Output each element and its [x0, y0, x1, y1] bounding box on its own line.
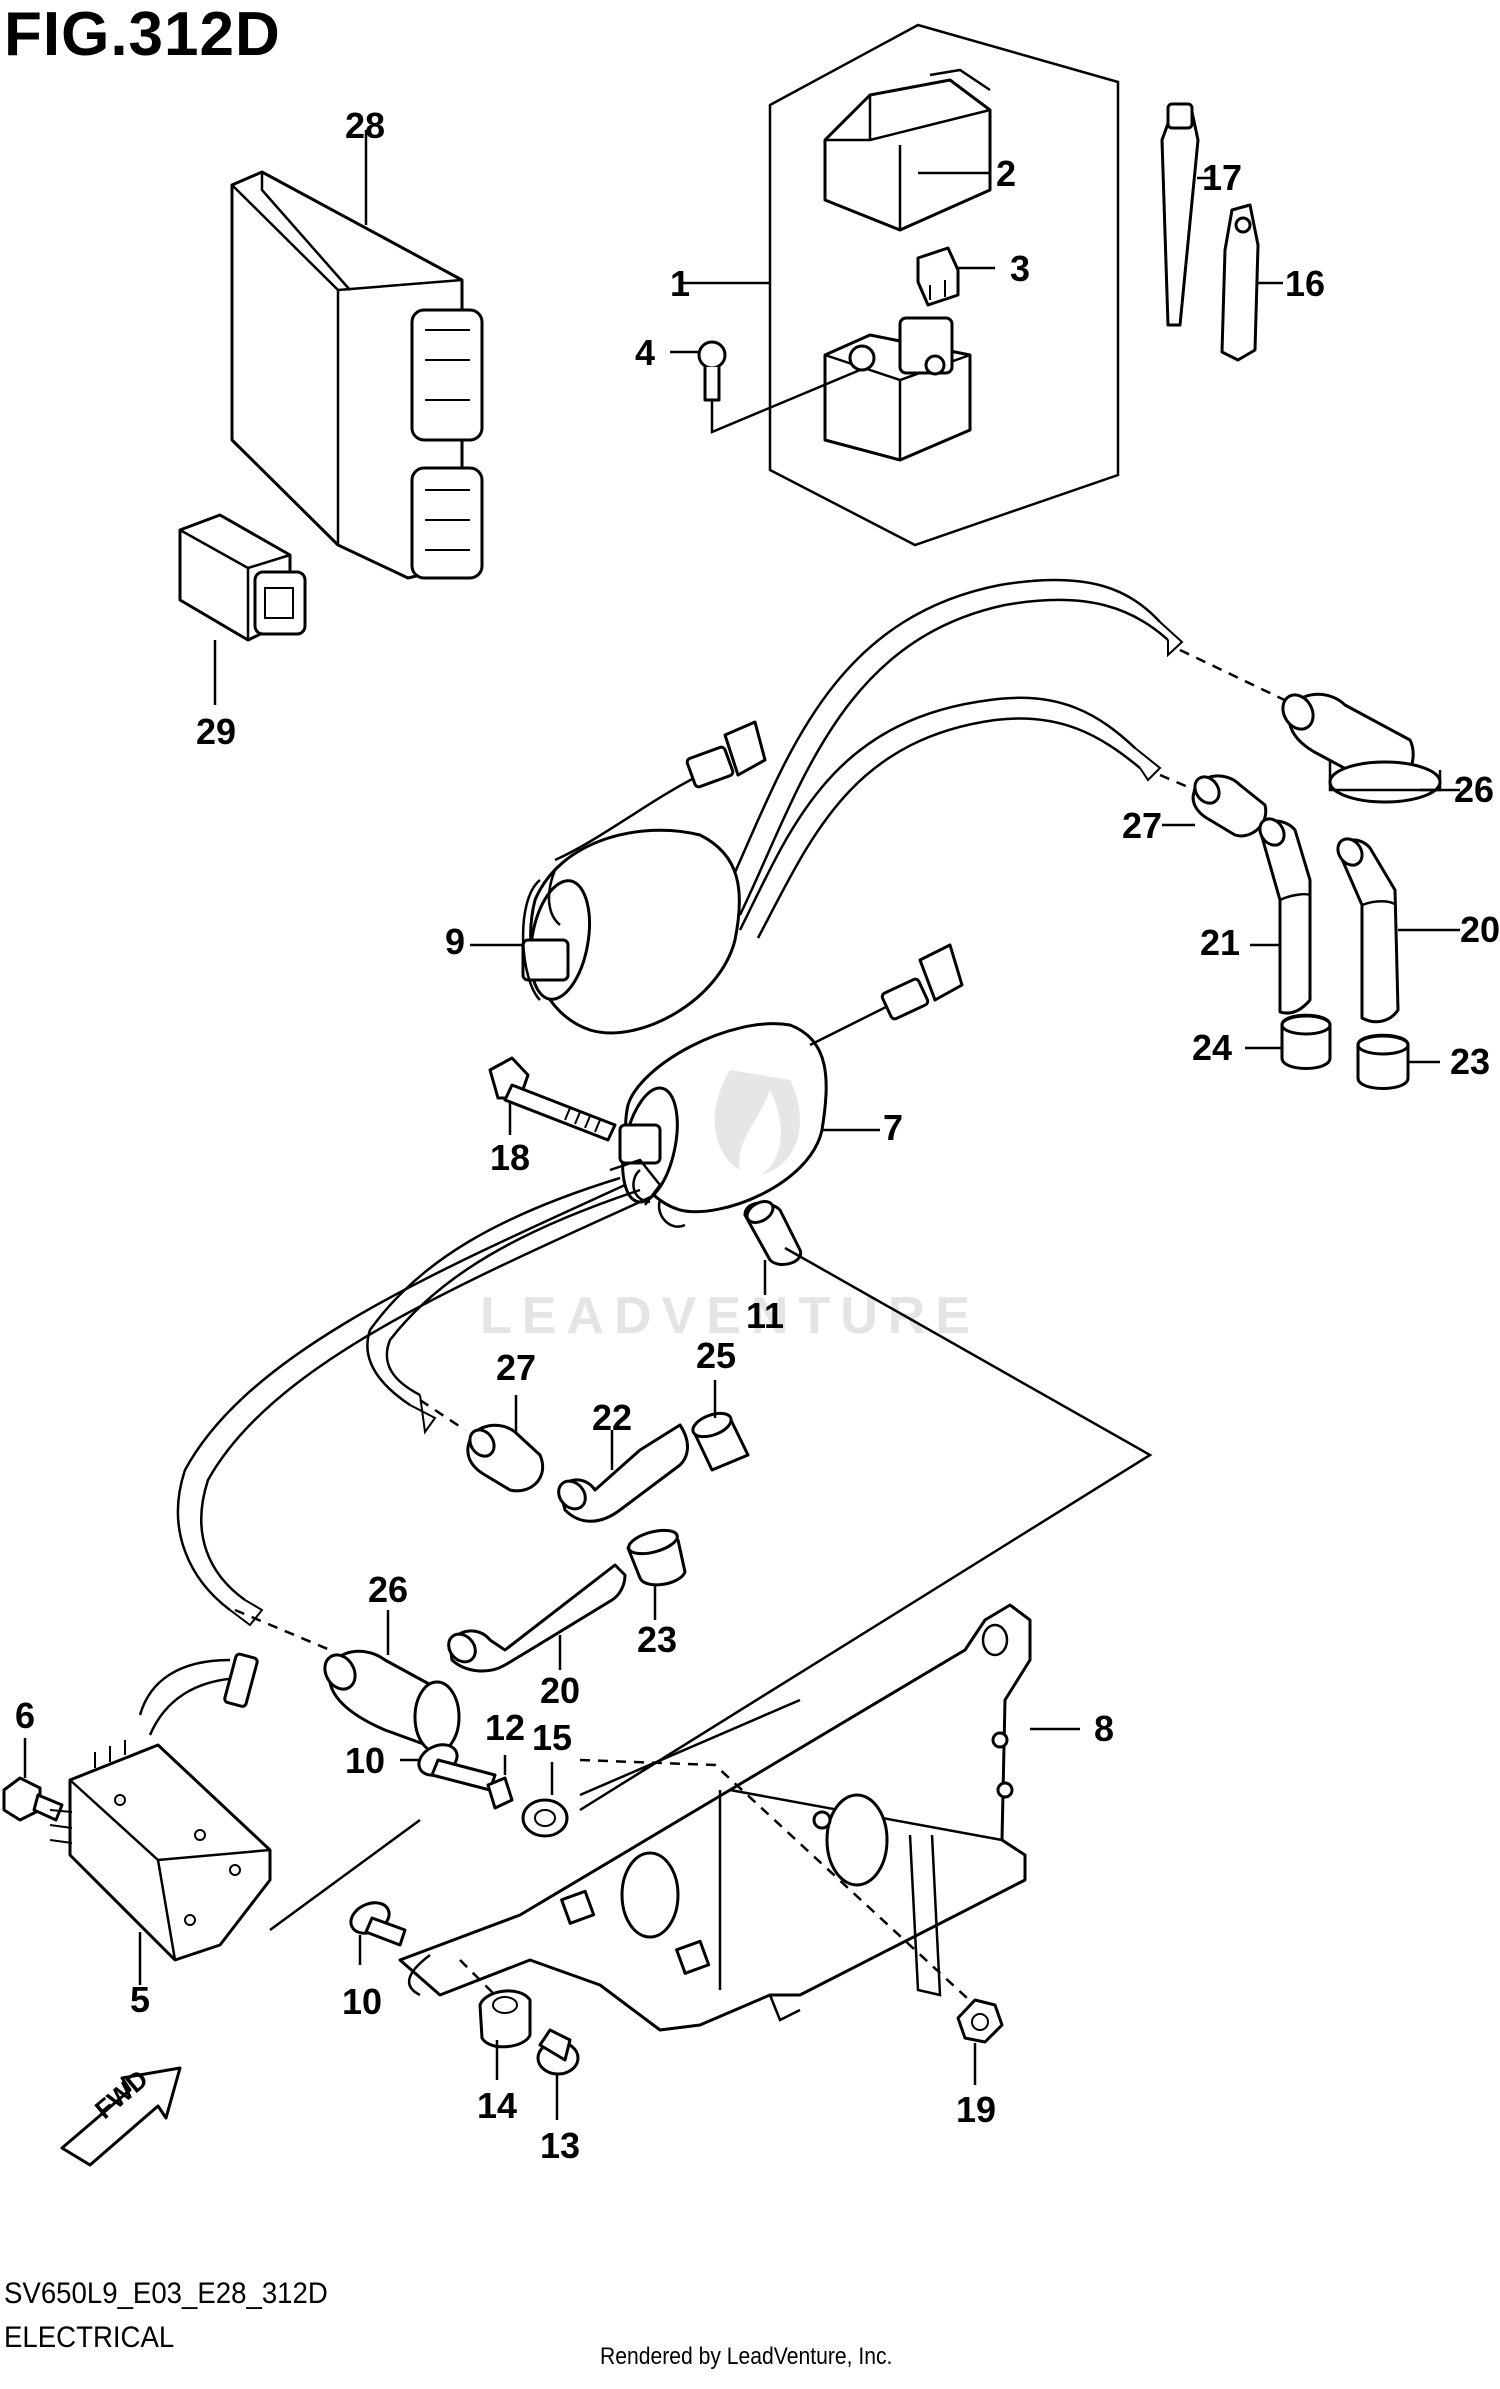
cap-seal-part-23-lower[interactable] — [626, 1526, 687, 1587]
section-name: ELECTRICAL — [4, 2321, 175, 2354]
callout-19[interactable]: 19 — [956, 2089, 996, 2130]
bolt-part-6[interactable] — [2, 1776, 64, 1822]
render-credit: Rendered by LeadVenture, Inc. — [600, 2343, 893, 2370]
watermark-text: LEADVENTURE — [480, 1287, 981, 1345]
clamp-part-16[interactable] — [1220, 203, 1260, 362]
bolt-part-10-lower[interactable] — [346, 1897, 407, 1947]
rear-ht-cables — [176, 1158, 686, 1652]
callout-1[interactable]: 1 — [670, 263, 690, 304]
watermark-emblem — [714, 1070, 800, 1175]
relay-screw-part-4[interactable] — [697, 340, 727, 402]
callout-6[interactable]: 6 — [15, 1695, 35, 1736]
cap-seal-part-23-top[interactable] — [1356, 1033, 1410, 1090]
coil-connector-front — [554, 720, 767, 862]
callout-26-lower[interactable]: 26 — [368, 1569, 408, 1610]
collar-part-13[interactable] — [536, 2028, 580, 2076]
callout-27-lower[interactable]: 27 — [496, 1347, 536, 1388]
callout-4[interactable]: 4 — [635, 332, 655, 373]
plug-cap-tube-part-21[interactable] — [1255, 814, 1312, 1015]
plug-cap-sleeve-part-27-lower[interactable] — [465, 1423, 545, 1493]
cap-seal-part-25[interactable] — [690, 1409, 750, 1472]
igniter-module-part-5[interactable] — [49, 1652, 272, 1962]
callout-18[interactable]: 18 — [490, 1137, 530, 1178]
connector-part-29[interactable] — [178, 513, 307, 642]
figure-title: FIG.312D — [4, 0, 281, 69]
callout-17[interactable]: 17 — [1202, 157, 1242, 198]
plug-cap-part-26-lower[interactable] — [319, 1649, 461, 1754]
grommet-part-14[interactable] — [478, 1989, 532, 2049]
callout-5[interactable]: 5 — [130, 1979, 150, 2020]
callout-20-top[interactable]: 20 — [1460, 909, 1500, 950]
callout-27-top[interactable]: 27 — [1122, 805, 1162, 846]
plug-cap-tube-part-20-lower[interactable] — [443, 1563, 627, 1673]
callout-23-top[interactable]: 23 — [1450, 1041, 1490, 1082]
callout-12[interactable]: 12 — [485, 1707, 525, 1748]
plug-cap-tube-part-22[interactable] — [553, 1423, 689, 1523]
callout-16[interactable]: 16 — [1285, 263, 1325, 304]
callout-13[interactable]: 13 — [540, 2125, 580, 2166]
callout-3[interactable]: 3 — [1010, 248, 1030, 289]
starter-relay-part-1[interactable] — [823, 316, 972, 462]
callout-28[interactable]: 28 — [345, 105, 385, 146]
callout-21[interactable]: 21 — [1200, 922, 1240, 963]
plug-cap-tube-part-20-top[interactable] — [1333, 834, 1400, 1024]
callout-11[interactable]: 11 — [746, 1295, 784, 1336]
callout-10-upper[interactable]: 10 — [345, 1740, 385, 1781]
plug-cap-sleeve-part-27-top[interactable] — [1190, 772, 1268, 838]
nut-part-19[interactable] — [956, 1998, 1004, 2044]
collar-part-12[interactable] — [486, 1776, 514, 1810]
relay-kit-box — [768, 23, 1120, 547]
callout-10-lower[interactable]: 10 — [342, 1981, 382, 2022]
callout-25[interactable]: 25 — [696, 1335, 736, 1376]
bolt-part-18[interactable] — [488, 1056, 617, 1142]
callout-20-lower[interactable]: 20 — [540, 1670, 580, 1711]
grommet-part-15[interactable] — [521, 1798, 569, 1838]
plug-cap-part-26-top[interactable] — [1277, 689, 1442, 804]
model-code: SV650L9_E03_E28_312D — [4, 2277, 328, 2310]
starter-relay-cover-part-2[interactable] — [823, 68, 992, 232]
callout-9[interactable]: 9 — [445, 921, 465, 962]
coil-bracket-part-8[interactable] — [398, 1603, 1032, 2032]
callout-26-top[interactable]: 26 — [1454, 769, 1494, 810]
callout-22[interactable]: 22 — [592, 1397, 632, 1438]
ignition-coil-part-9[interactable] — [521, 828, 741, 1035]
callout-7[interactable]: 7 — [883, 1107, 903, 1148]
ecm-unit-part-28[interactable] — [230, 170, 484, 580]
forward-direction-arrow: FWD — [60, 2064, 182, 2167]
callout-2[interactable]: 2 — [996, 153, 1016, 194]
cable-tie-part-17[interactable] — [1160, 102, 1200, 327]
fuse-part-3[interactable] — [916, 246, 960, 307]
callout-23-lower[interactable]: 23 — [637, 1619, 677, 1660]
cap-seal-part-24[interactable] — [1280, 1013, 1332, 1070]
callout-29[interactable]: 29 — [196, 711, 236, 752]
callout-24[interactable]: 24 — [1192, 1027, 1232, 1068]
callout-15[interactable]: 15 — [532, 1717, 572, 1758]
callout-8[interactable]: 8 — [1094, 1708, 1114, 1749]
spacer-part-11[interactable] — [743, 1197, 803, 1266]
callout-14[interactable]: 14 — [477, 2085, 517, 2126]
high-tension-cords — [718, 578, 1296, 939]
coil-connector-rear — [809, 943, 964, 1047]
